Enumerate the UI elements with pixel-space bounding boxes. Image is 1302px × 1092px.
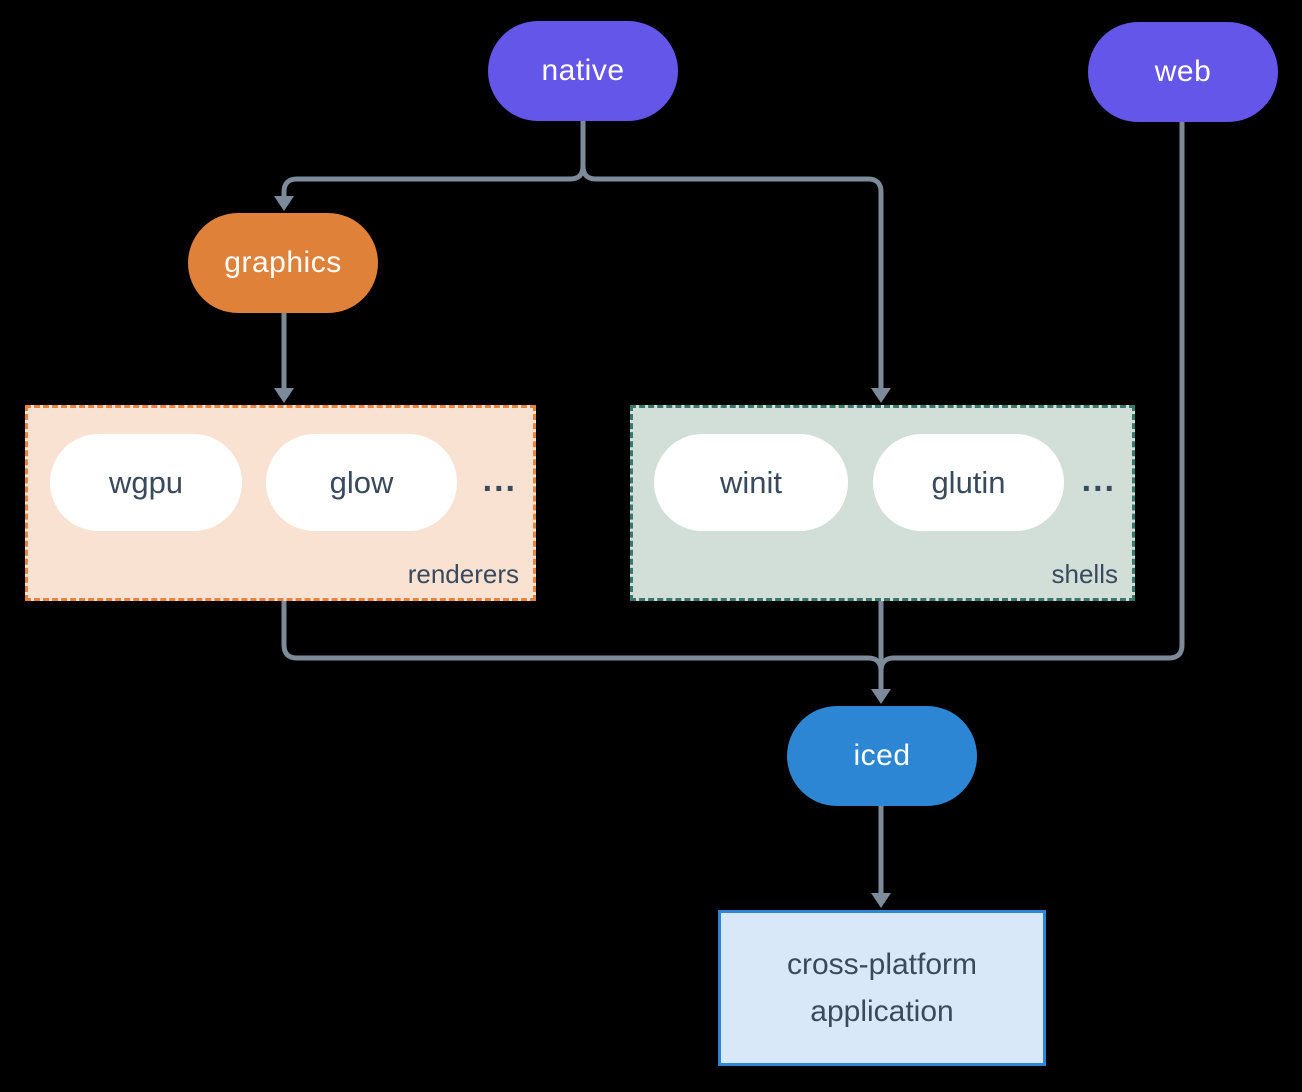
shells-group-label: shells bbox=[1051, 559, 1118, 589]
arrowhead-shells bbox=[871, 388, 891, 403]
node-glow-label: glow bbox=[329, 464, 394, 500]
edge-native-shells bbox=[580, 121, 884, 388]
node-winit-label: winit bbox=[719, 464, 782, 500]
group-renderers: wgpu glow ... renderers bbox=[25, 405, 536, 601]
arrowhead-application bbox=[871, 893, 891, 908]
renderers-ellipsis: ... bbox=[482, 461, 517, 499]
edge-native-graphics bbox=[281, 121, 586, 197]
node-application-label: cross-platform application bbox=[786, 948, 978, 1028]
node-native-label: native bbox=[541, 54, 625, 87]
node-iced: iced bbox=[787, 706, 977, 806]
arrowhead-renderers bbox=[274, 388, 294, 403]
shells-ellipsis: ... bbox=[1081, 461, 1116, 499]
node-glutin-label: glutin bbox=[931, 464, 1006, 500]
renderers-group-label: renderers bbox=[407, 559, 519, 589]
node-iced-label: iced bbox=[853, 739, 911, 772]
node-graphics: graphics bbox=[188, 213, 378, 313]
node-winit: winit bbox=[654, 434, 848, 531]
group-shells: winit glutin ... shells bbox=[630, 405, 1135, 601]
node-web: web bbox=[1088, 22, 1278, 122]
node-glutin: glutin bbox=[873, 434, 1064, 531]
node-wgpu: wgpu bbox=[50, 434, 242, 531]
arrowhead-graphics bbox=[274, 196, 294, 211]
arrowhead-iced bbox=[871, 689, 891, 704]
node-graphics-label: graphics bbox=[224, 246, 342, 279]
edge-renderers-iced bbox=[281, 601, 884, 680]
node-application: cross-platform application bbox=[718, 910, 1046, 1066]
node-wgpu-label: wgpu bbox=[108, 464, 184, 500]
node-glow: glow bbox=[266, 434, 457, 531]
node-web-label: web bbox=[1154, 55, 1212, 88]
node-native: native bbox=[488, 21, 678, 121]
